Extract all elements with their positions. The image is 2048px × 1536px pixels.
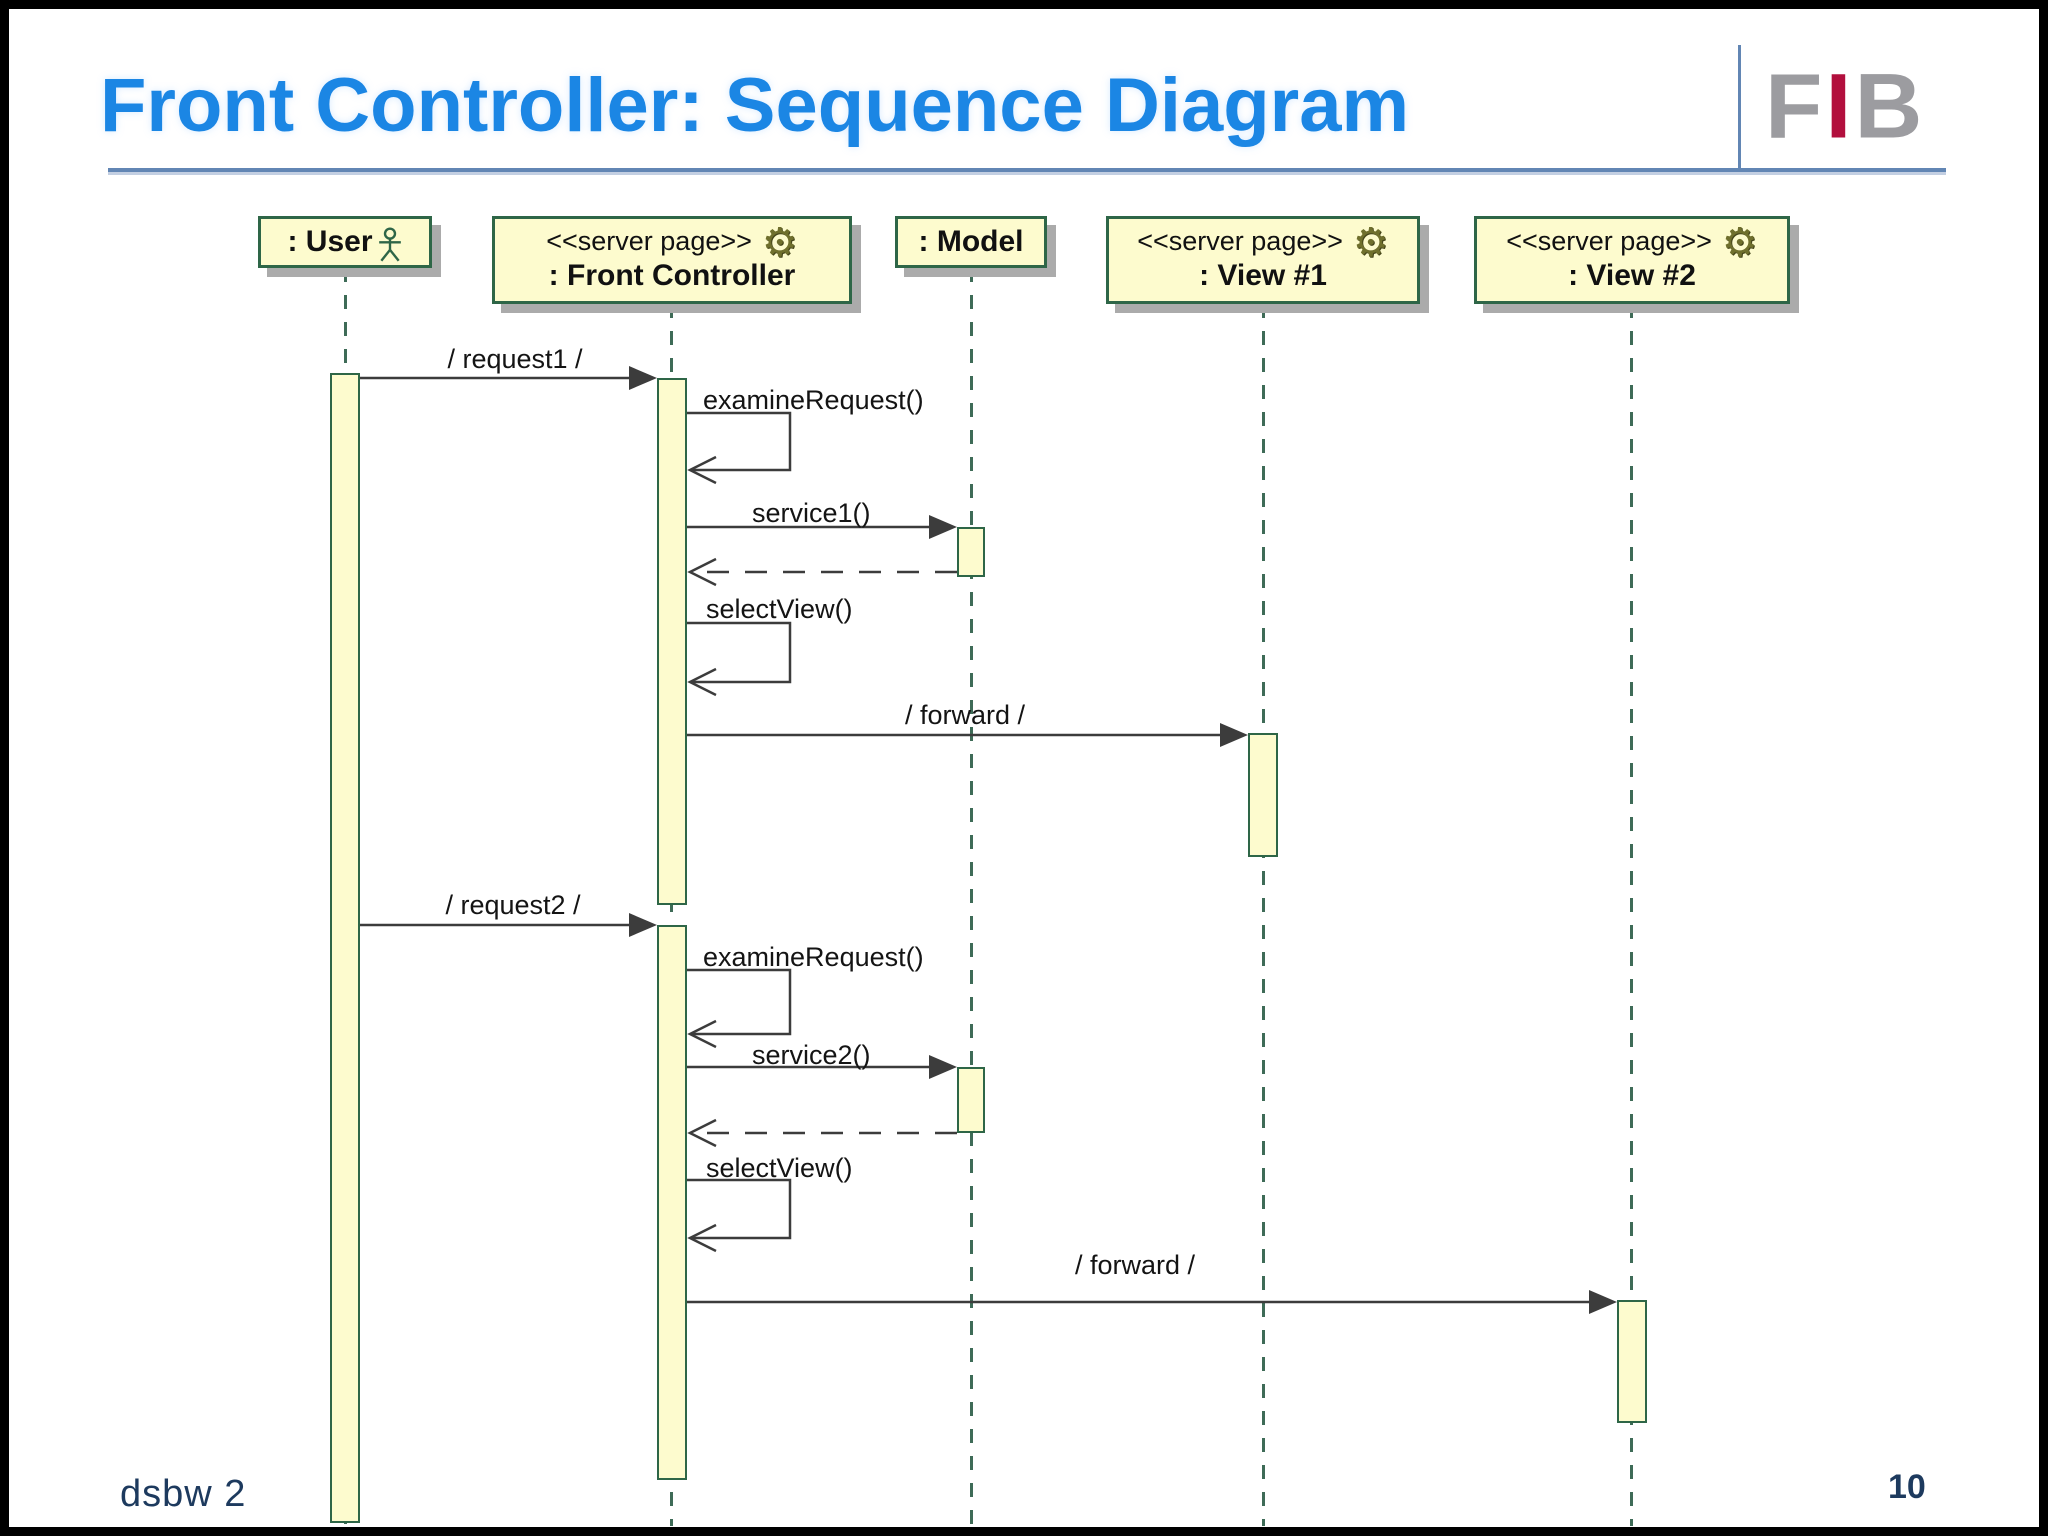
message-examine-request-1-arrow <box>687 411 792 485</box>
lifeline-view1 <box>1262 304 1265 1526</box>
logo-letter-f: F <box>1765 54 1826 157</box>
lifeline-model <box>970 268 973 1526</box>
view2-stereotype: <<server page>> <box>1506 226 1712 257</box>
model-name: : Model <box>918 225 1024 259</box>
lifeline-head-user: : User <box>258 216 432 268</box>
activation-user <box>330 373 360 1523</box>
view2-stereotype-row: <<server page>> ⚙ <box>1506 220 1758 267</box>
actor-icon <box>378 227 401 262</box>
gear-icon: ⚙ <box>1352 220 1389 267</box>
fib-logo: FIB <box>1765 53 1925 159</box>
lifeline-front-controller <box>670 304 673 1526</box>
logo-letter-i: I <box>1825 54 1855 157</box>
lifeline-user-name-row: : User <box>287 223 402 262</box>
message-service1-label: service1() <box>752 498 871 528</box>
message-request1-label: / request1 / <box>447 344 583 374</box>
lifeline-head-front-controller: <<server page>> ⚙ : Front Controller <box>492 216 852 304</box>
view2-name: : View #2 <box>1568 259 1696 293</box>
page-number: 10 <box>1888 1468 1926 1506</box>
message-select-view-1-arrow <box>687 621 792 697</box>
view1-stereotype-row: <<server page>> ⚙ <box>1137 220 1389 267</box>
logo-letter-b: B <box>1854 54 1926 157</box>
footer-course-label: dsbw 2 <box>120 1473 247 1515</box>
message-request2-label: / request2 / <box>445 890 581 920</box>
front-controller-name: : Front Controller <box>548 259 796 293</box>
gear-icon: ⚙ <box>761 220 798 267</box>
activation-view1 <box>1248 733 1278 857</box>
message-examine-request2-label: examineRequest() <box>703 942 924 972</box>
view1-name: : View #1 <box>1199 259 1327 293</box>
message-select-view1-label: selectView() <box>706 594 853 624</box>
view1-stereotype: <<server page>> <box>1137 226 1343 257</box>
title-divider <box>108 168 1946 172</box>
message-examine-request1-label: examineRequest() <box>703 385 924 415</box>
logo-divider <box>1738 45 1741 169</box>
lifeline-head-view1: <<server page>> ⚙ : View #1 <box>1106 216 1420 304</box>
message-select-view2-label: selectView() <box>706 1153 853 1183</box>
lifeline-head-view2: <<server page>> ⚙ : View #2 <box>1474 216 1790 304</box>
activation-view2 <box>1617 1300 1647 1423</box>
message-forward1-label: / forward / <box>904 700 1026 730</box>
message-return-model-1-arrow <box>687 557 957 587</box>
message-forward2-arrow <box>687 1290 1617 1314</box>
front-controller-stereotype-row: <<server page>> ⚙ <box>546 220 798 267</box>
front-controller-stereotype: <<server page>> <box>546 226 752 257</box>
activation-front-controller-1 <box>657 378 687 905</box>
activation-front-controller-2 <box>657 925 687 1480</box>
message-select-view-2-arrow <box>687 1178 792 1253</box>
lifeline-user-name: : User <box>287 225 373 259</box>
message-forward1-arrow <box>687 723 1248 747</box>
activation-model-2 <box>957 1067 985 1133</box>
lifeline-head-model: : Model <box>895 216 1047 268</box>
gear-icon: ⚙ <box>1721 220 1758 267</box>
activation-model-1 <box>957 527 985 577</box>
message-service1-arrow <box>687 515 957 539</box>
message-service2-label: service2() <box>752 1040 871 1070</box>
message-examine-request-2-arrow <box>687 968 792 1049</box>
message-service2-arrow <box>687 1055 957 1079</box>
message-request1-arrow <box>360 366 657 390</box>
lifeline-view2 <box>1630 304 1633 1526</box>
page-title: Front Controller: Sequence Diagram <box>100 63 1410 148</box>
message-request2-arrow <box>360 913 657 937</box>
message-return-model-2-arrow <box>687 1118 957 1148</box>
message-forward2-label: / forward / <box>1074 1250 1196 1280</box>
